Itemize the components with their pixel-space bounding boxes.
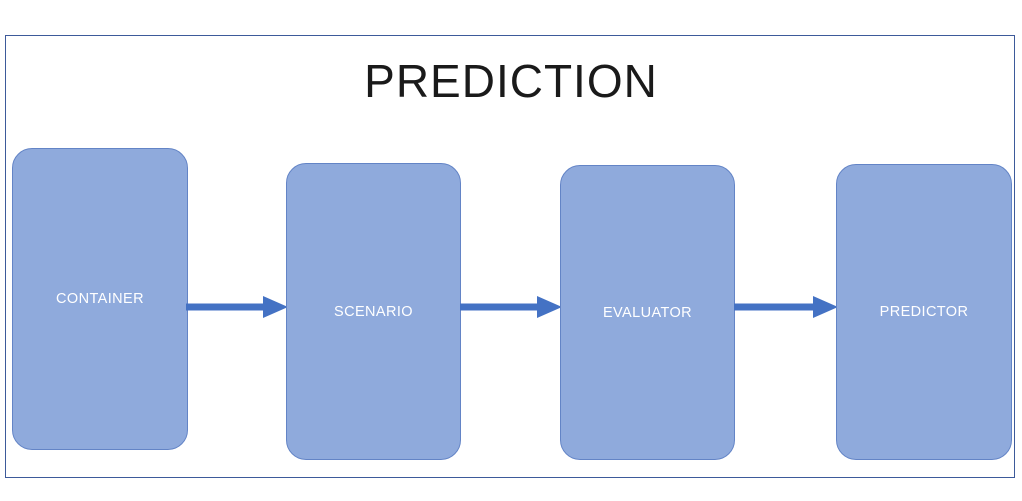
arrow-right-icon-evaluator-predictor [734,294,838,320]
node-label-evaluator: EVALUATOR [602,304,692,321]
node-label-container: CONTAINER [56,291,144,307]
process-node-predictor[interactable]: PREDICTOR [836,164,1012,460]
arrow-right-icon-container-scenario [186,294,288,320]
page-title: PREDICTION [364,55,658,107]
process-node-evaluator[interactable]: EVALUATOR [560,165,735,460]
process-node-container[interactable]: CONTAINER [12,148,188,450]
arrow-right-icon-scenario-evaluator [460,294,562,320]
process-node-scenario[interactable]: SCENARIO [286,163,461,460]
node-label-predictor: PREDICTOR [879,304,969,320]
node-label-scenario: SCENARIO [334,303,413,320]
